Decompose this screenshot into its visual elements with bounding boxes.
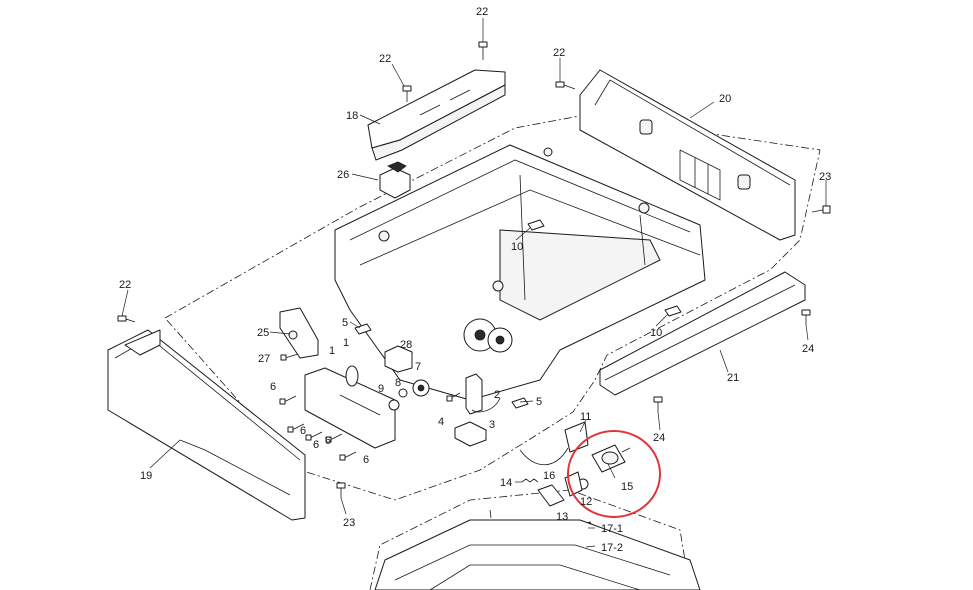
part-3-actuator <box>454 421 487 447</box>
screw-24-right <box>801 309 811 325</box>
label-27: 27 <box>258 353 270 365</box>
label-23-right: 23 <box>819 171 831 183</box>
label-10-b: 10 <box>650 327 662 339</box>
lower-cassette <box>374 519 701 590</box>
screw-6d <box>325 433 343 443</box>
label-6-c: 6 <box>313 439 319 451</box>
label-1-a: 1 <box>343 337 349 349</box>
part-25 <box>279 307 319 359</box>
label-6-b: 6 <box>300 425 306 437</box>
label-25: 25 <box>257 327 269 339</box>
part-21-front-rail <box>599 271 806 396</box>
screw-23-right <box>811 205 831 214</box>
screw-22-right <box>555 81 576 90</box>
label-20: 20 <box>719 93 731 105</box>
label-6-a: 6 <box>270 381 276 393</box>
label-12: 12 <box>580 496 592 508</box>
label-7: 7 <box>415 361 421 373</box>
highlight-circle <box>567 430 661 518</box>
label-17-2: 17-2 <box>601 542 623 554</box>
label-11: 11 <box>580 411 591 423</box>
screw-23-bottom <box>336 482 346 498</box>
main-frame <box>334 144 706 401</box>
label-17-1: 17-1 <box>601 523 623 535</box>
label-3: 3 <box>489 419 495 431</box>
part-19-left-panel <box>107 329 306 521</box>
screw-4 <box>446 392 461 402</box>
part-18-cover-bracket <box>367 69 506 161</box>
clip-5b <box>511 397 529 409</box>
label-22-right: 22 <box>553 47 565 59</box>
label-5-a: 5 <box>342 317 348 329</box>
part-9-bushing <box>388 399 400 411</box>
part-8-washer <box>398 388 408 398</box>
label-2: 2 <box>494 389 500 401</box>
label-22-left: 22 <box>119 279 131 291</box>
label-4: 4 <box>438 416 444 428</box>
part-28 <box>384 345 413 373</box>
callout-labels: 22 22 22 22 18 20 26 23 10 10 25 5 24 27… <box>119 6 831 554</box>
screw-22-left-top <box>402 85 412 102</box>
label-9: 9 <box>378 383 384 395</box>
label-8: 8 <box>395 377 401 389</box>
part-26 <box>379 161 411 199</box>
label-24-lower: 24 <box>653 432 665 444</box>
label-1-b: 1 <box>329 345 335 357</box>
screw-27 <box>280 353 299 361</box>
label-22-left-top: 22 <box>379 53 391 65</box>
label-23-bottom: 23 <box>343 517 355 529</box>
screw-6a <box>279 395 297 405</box>
label-22-top: 22 <box>476 6 488 18</box>
label-10-a: 10 <box>511 241 523 253</box>
label-6-d: 6 <box>325 435 331 447</box>
part-7-gear <box>412 379 430 397</box>
label-18: 18 <box>346 110 358 122</box>
screw-6c <box>305 431 323 441</box>
part-13-lever <box>537 484 565 507</box>
label-26: 26 <box>337 169 349 181</box>
screw-22-top <box>478 41 488 60</box>
label-24-right: 24 <box>802 343 814 355</box>
label-5-b: 5 <box>536 396 542 408</box>
part-1-bracket-plate <box>304 365 396 449</box>
screw-24-lower <box>653 396 663 412</box>
part-20-right-frame <box>579 69 796 241</box>
leader-lines <box>121 18 827 548</box>
part-11-bracket <box>519 421 589 466</box>
label-15: 15 <box>621 481 633 493</box>
label-16: 16 <box>543 470 555 482</box>
part-12-holder <box>564 471 583 497</box>
label-19: 19 <box>140 470 152 482</box>
label-14: 14 <box>500 477 512 489</box>
clip-10a <box>527 219 545 231</box>
label-13: 13 <box>556 511 568 523</box>
screw-6b <box>287 423 305 433</box>
label-6-e: 6 <box>363 454 369 466</box>
screw-22-left <box>117 315 136 323</box>
screw-6e <box>339 451 357 461</box>
label-21: 21 <box>727 372 739 384</box>
part-2-sensor <box>465 373 501 415</box>
part-15-roller <box>591 444 631 473</box>
part-14-spring <box>521 478 539 483</box>
label-28: 28 <box>400 339 412 351</box>
clip-5a <box>354 323 372 335</box>
